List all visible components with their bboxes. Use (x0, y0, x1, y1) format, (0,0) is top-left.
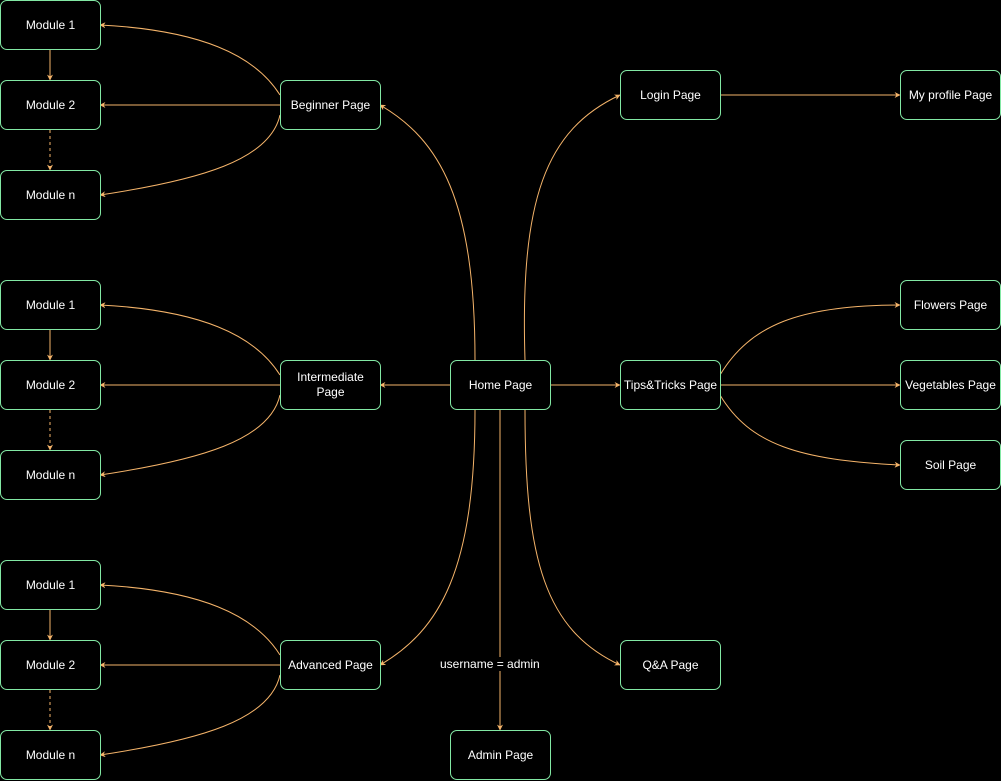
edge-beginner-to-module-n (99, 114, 281, 198)
admin-page-label: Admin Page (467, 747, 534, 762)
advanced-module-2-label: Module 2 (25, 657, 76, 672)
advanced-page-label: Advanced Page (288, 657, 373, 672)
flowers-page[interactable]: Flowers Page (900, 280, 1001, 330)
tips-tricks-page[interactable]: Tips&Tricks Page (620, 360, 721, 410)
edge-advanced-to-module-1 (99, 582, 281, 656)
beginner-page[interactable]: Beginner Page (280, 80, 381, 130)
advanced-module-1[interactable]: Module 1 (0, 560, 101, 610)
beginner-module-n[interactable]: Module n (0, 170, 101, 220)
beginner-page-label: Beginner Page (290, 97, 371, 112)
edge-home-to-beginner (379, 104, 476, 361)
intermediate-page[interactable]: Intermediate Page (280, 360, 381, 410)
advanced-module-1-label: Module 1 (25, 577, 76, 592)
beginner-module-2-label: Module 2 (25, 97, 76, 112)
intermediate-module-2-label: Module 2 (25, 377, 76, 392)
home-page-label: Home Page (468, 377, 533, 392)
login-page-label: Login Page (640, 87, 701, 102)
admin-condition-label: username = admin (440, 657, 540, 671)
intermediate-module-n-label: Module n (25, 467, 76, 482)
intermediate-module-n[interactable]: Module n (0, 450, 101, 500)
advanced-page[interactable]: Advanced Page (280, 640, 381, 690)
edge-intermediate-to-module-n (99, 394, 281, 478)
edge-home-to-advanced (379, 409, 476, 666)
admin-page[interactable]: Admin Page (450, 730, 551, 780)
beginner-module-2[interactable]: Module 2 (0, 80, 101, 130)
soil-page[interactable]: Soil Page (900, 440, 1001, 490)
edge-home-to-qa (524, 409, 621, 666)
qa-page-label: Q&A Page (642, 657, 699, 672)
login-page[interactable]: Login Page (620, 70, 721, 120)
soil-page-label: Soil Page (924, 457, 977, 472)
intermediate-page-label: Intermediate Page (297, 370, 364, 399)
advanced-module-n[interactable]: Module n (0, 730, 101, 780)
edge-tips-to-soil (719, 394, 901, 468)
vegetables-page-label: Vegetables Page (905, 377, 996, 392)
flowers-page-label: Flowers Page (913, 297, 988, 312)
edge-intermediate-to-module-1 (99, 302, 281, 376)
intermediate-module-1[interactable]: Module 1 (0, 280, 101, 330)
qa-page[interactable]: Q&A Page (620, 640, 721, 690)
tips-tricks-page-label: Tips&Tricks Page (623, 377, 718, 392)
beginner-module-1-label: Module 1 (25, 17, 76, 32)
advanced-module-n-label: Module n (25, 747, 76, 762)
beginner-module-1[interactable]: Module 1 (0, 0, 101, 50)
beginner-module-n-label: Module n (25, 187, 76, 202)
my-profile-page[interactable]: My profile Page (900, 70, 1001, 120)
vegetables-page[interactable]: Vegetables Page (900, 360, 1001, 410)
my-profile-page-label: My profile Page (908, 87, 993, 102)
edge-beginner-to-module-1 (99, 22, 281, 96)
edge-home-to-login (523, 94, 621, 361)
home-page[interactable]: Home Page (450, 360, 551, 410)
edge-tips-to-flowers (719, 302, 901, 376)
intermediate-module-1-label: Module 1 (25, 297, 76, 312)
advanced-module-2[interactable]: Module 2 (0, 640, 101, 690)
edge-advanced-to-module-n (99, 674, 281, 758)
intermediate-module-2[interactable]: Module 2 (0, 360, 101, 410)
